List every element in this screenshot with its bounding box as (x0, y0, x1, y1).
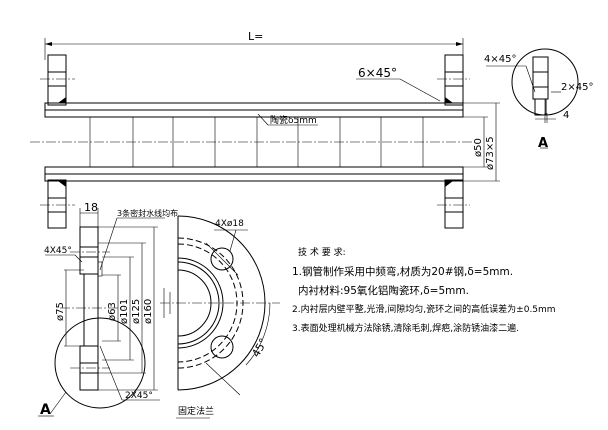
flange-front-view (160, 215, 280, 419)
dim-75: ø75 (55, 302, 66, 321)
dim-160: ø160 (143, 299, 154, 324)
groove-note: 3条密封水线均布 (117, 208, 178, 218)
detail-a (486, 48, 579, 149)
flange-section (38, 208, 165, 417)
note-line-3: 2.内衬层内壁平整,光滑,间隙均匀,瓷环之间的高低误差为±0.5mm (292, 305, 556, 315)
notes-title: 技 术 要 求: (298, 248, 346, 258)
holes-label: 4Xø18 (215, 219, 244, 229)
detail-a-marker: A (40, 402, 51, 418)
lining-label: 陶瓷δ5mm (270, 114, 317, 126)
inner-diameter: ø50 (473, 138, 484, 157)
flange-title: 固定法兰 (178, 405, 214, 417)
detail-a-label: A (538, 136, 548, 151)
flange-thickness: 18 (84, 201, 98, 214)
main-pipe-view (30, 38, 500, 229)
note-line-4: 3.表面处理机械方法除锈,清除毛刺,焊疤,涂防锈油漆二遍. (292, 324, 520, 334)
flange-chamfer-bottom: 2X45° (125, 391, 153, 401)
note-line-1: 1.钢管制作采用中频弯,材质为20#钢,δ=5mm. (292, 266, 514, 278)
technical-requirements: 技 术 要 求: 1.钢管制作采用中频弯,材质为20#钢,δ=5mm. 内衬材料… (292, 244, 556, 339)
outer-diameter: ø73×5 (485, 136, 496, 170)
chamfer-label: 6×45° (358, 66, 397, 80)
detail-a-gap: 4 (563, 110, 569, 121)
note-line-2: 内衬材料:95氧化铝陶瓷环,δ=5mm. (298, 285, 469, 297)
angle-label: 45° (249, 336, 270, 359)
length-label: L= (248, 30, 263, 43)
dim-63: ø63 (107, 302, 118, 321)
detail-a-chamfer-top: 4×45° (484, 54, 516, 65)
dim-125: ø125 (131, 299, 142, 324)
dim-101: ø101 (119, 299, 130, 324)
flange-chamfer-top: 4X45° (44, 246, 72, 256)
detail-a-chamfer-bottom: 2×45° (561, 82, 593, 93)
